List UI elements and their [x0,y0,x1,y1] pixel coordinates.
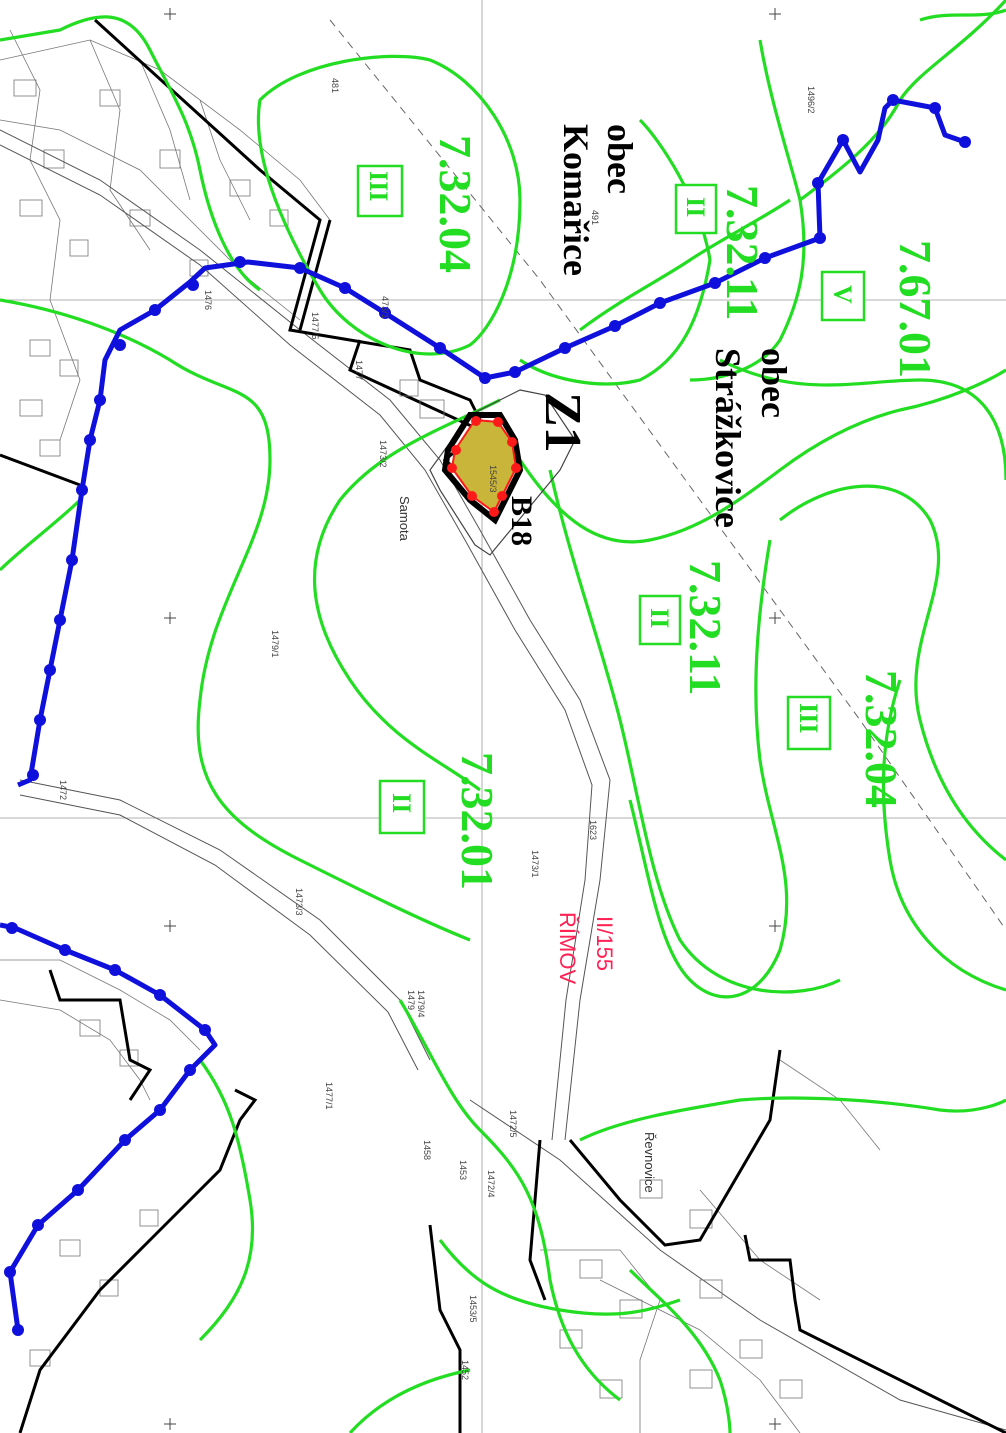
komarice-label-line1: obec [600,124,640,194]
box-iii-top: III [364,171,393,201]
parcel-lines-lower-left [0,959,201,1367]
place-samota: Samota [397,496,412,542]
parcel-1473-3: 1473/3 [294,888,304,916]
dashed-boundary [329,19,1006,931]
plot-label-b18: B18 [505,496,538,546]
parcel-1479-4: 1479/4 [416,990,426,1018]
grid-crosses [164,8,781,1430]
area-codes: 7.32.04 7.32.11 7.67.01 7.32.11 7.32.04 … [430,135,941,890]
box-v: V [828,285,857,304]
parcel-numbers: 473/1 1477/5 1477 1476 1473/2 1479/1 147… [58,78,816,1380]
parcel-1477: 1477 [354,360,364,380]
road-name-label: ŘÍMOV [555,912,580,984]
plot-b18-vertices [447,416,521,517]
parcel-1472-4: 1472/4 [486,1170,496,1198]
black-borders [0,18,1006,1433]
road-number-label: II/155 [592,916,617,971]
plot-parcel-number: 1545/3 [488,465,498,493]
blue-boundary-upper [17,94,971,788]
strazkovice-label-line2: Strážkovice [708,348,748,528]
box-ii-middle: II [645,608,674,628]
parcel-1623: 1623 [588,820,598,840]
parcel-1479: 1479 [406,990,416,1010]
parcel-1473-2: 1473/2 [378,440,388,468]
parcel-1477-1: 1477/1 [324,1082,334,1110]
box-iii-right: III [794,703,823,733]
parcel-1458: 1458 [422,1140,432,1160]
parcel-lines-village [540,1059,881,1433]
parcel-lines-upper-left [0,29,331,457]
parcel-1477-5: 1477/5 [310,312,320,340]
parcel-481: 481 [330,78,340,93]
code-7-32-04-top: 7.32.04 [430,135,481,273]
road-corridor [0,129,1006,1431]
roman-boxes: III II V II III II [356,164,866,835]
plot-b18-frame [441,412,524,525]
code-7-32-04-right: 7.32.04 [856,670,907,808]
plot-b18[interactable]: 1545/3 [441,412,524,525]
parcel-491: 491 [590,210,600,225]
box-ii-upper: II [681,197,710,217]
parcel-1479-1: 1479/1 [270,630,280,658]
code-7-67-01: 7.67.01 [890,240,941,378]
municipality-labels: obec Komařice obec Strážkovice [556,124,794,528]
parcel-1472-5: 1472/5 [508,1110,518,1138]
zone-label-z1: Z1 [534,392,591,453]
parcel-1496-2: 1496/2 [806,86,816,114]
parcel-1453: 1453 [458,1160,468,1180]
building-outlines [399,379,445,419]
parcel-1473-1: 1473/1 [530,850,540,878]
parcel-1472: 1472 [58,780,68,800]
code-7-32-11-upper: 7.32.11 [717,185,768,320]
code-7-32-01: 7.32.01 [452,752,503,890]
plot-b18-area [450,418,518,514]
komarice-label-line2: Komařice [556,124,596,276]
place-revnovice: Řevnovice [642,1132,657,1193]
box-ii-lower: II [387,793,416,813]
code-7-32-11-middle: 7.32.11 [680,560,731,695]
blue-boundary-lower [0,922,218,1336]
strazkovice-label-line1: obec [754,348,794,418]
parcel-1452: 1452 [460,1360,470,1380]
parcel-1476: 1476 [203,290,213,310]
parcel-1453-5: 1453/5 [468,1295,478,1323]
parcel-473-1: 473/1 [380,296,390,319]
